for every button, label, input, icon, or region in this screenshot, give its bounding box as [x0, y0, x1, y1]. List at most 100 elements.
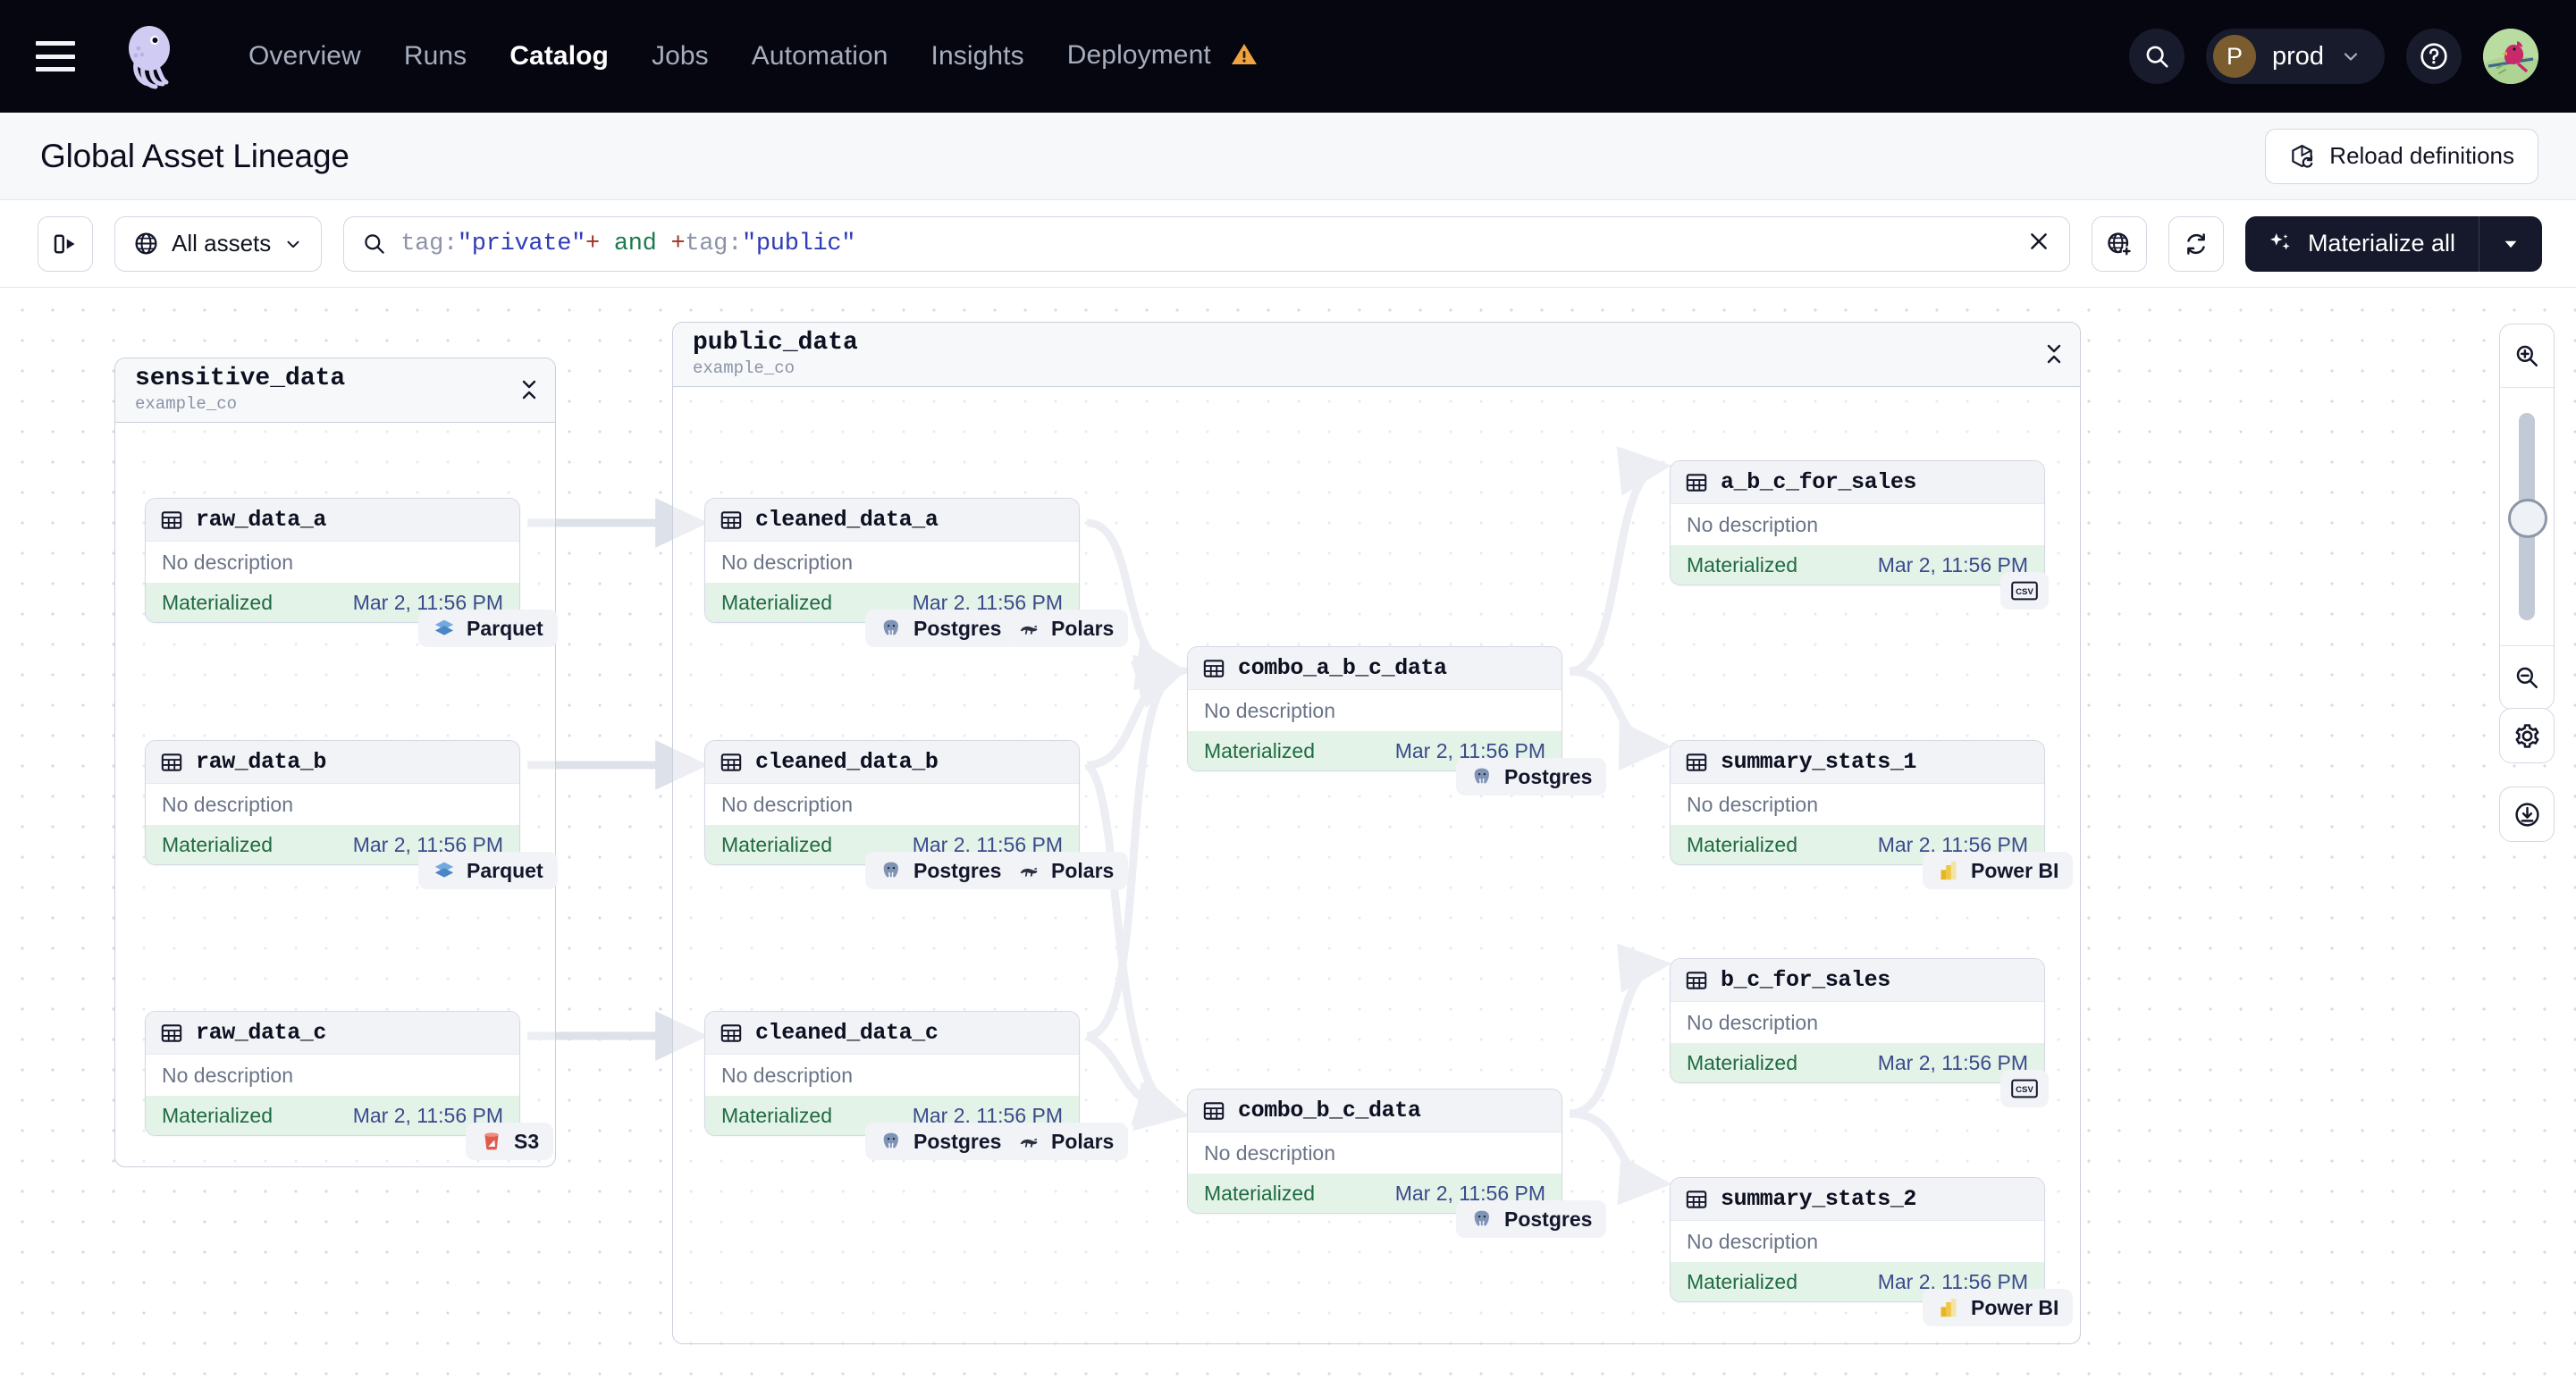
asset-node-header[interactable]: raw_data_a	[146, 499, 519, 542]
table-icon	[720, 510, 742, 529]
download-graph-button[interactable]	[2499, 787, 2555, 842]
nav-link-jobs[interactable]: Jobs	[651, 41, 709, 71]
asset-tag-badge[interactable]: Parquet	[418, 610, 558, 647]
asset-node-header[interactable]: summary_stats_2	[1671, 1178, 2044, 1221]
globe-add-button[interactable]	[2091, 215, 2147, 272]
asset-node-header[interactable]: raw_data_c	[146, 1012, 519, 1055]
asset-node-header[interactable]: cleaned_data_a	[705, 499, 1079, 542]
graph-settings-button[interactable]	[2499, 708, 2555, 763]
top-navigation-bar: Overview Runs Catalog Jobs Automation In…	[0, 0, 2576, 113]
nav-link-insights[interactable]: Insights	[930, 41, 1024, 71]
asset-tag-badge[interactable]: Power BI	[1923, 1289, 2074, 1326]
asset-tag-badge[interactable]: Parquet	[418, 852, 558, 889]
materialize-all-main[interactable]: Materialize all	[2245, 230, 2479, 257]
asset-tag-badge[interactable]: Polars	[1003, 1123, 1129, 1160]
hamburger-menu-icon[interactable]	[36, 41, 75, 72]
nav-link-deployment[interactable]: Deployment	[1046, 31, 1280, 82]
sidebar-toggle-button[interactable]	[38, 215, 93, 272]
asset-node-header[interactable]: cleaned_data_c	[705, 1012, 1079, 1055]
asset-node-header[interactable]: combo_a_b_c_data	[1188, 647, 1562, 690]
asset-node-header[interactable]: cleaned_data_b	[705, 741, 1079, 784]
status-badge: Materialized	[1687, 1269, 1797, 1293]
asset-tag-badge[interactable]: Postgres	[865, 1123, 1016, 1160]
user-avatar[interactable]	[2483, 29, 2538, 84]
asset-tag-badge[interactable]: Postgres	[1456, 1200, 1607, 1238]
asset-tag-badge[interactable]: Postgres	[865, 610, 1016, 647]
status-badge: Materialized	[1204, 738, 1315, 762]
lineage-search-box[interactable]: tag:"private"+ and +tag:"public"	[343, 215, 2070, 272]
materialize-all-button[interactable]: Materialize all	[2244, 215, 2542, 272]
asset-group-name: public_data	[693, 329, 858, 357]
zoom-out-button[interactable]	[2500, 646, 2554, 709]
asset-node-name: cleaned_data_a	[755, 507, 939, 533]
zoom-in-button[interactable]	[2500, 324, 2554, 387]
asset-tag-badge[interactable]: Postgres	[1456, 758, 1607, 795]
collapse-vertical-icon[interactable]	[2044, 341, 2064, 372]
reload-definitions-button[interactable]: Reload definitions	[2265, 128, 2538, 184]
table-icon	[1203, 1101, 1225, 1120]
asset-node-header[interactable]: combo_b_c_data	[1188, 1090, 1562, 1132]
asset-node-header[interactable]: a_b_c_for_sales	[1671, 461, 2044, 504]
refresh-button[interactable]	[2168, 215, 2224, 272]
dagster-octopus-logo[interactable]	[114, 21, 184, 91]
asset-tag-badge[interactable]: Polars	[1003, 852, 1129, 889]
nav-link-automation[interactable]: Automation	[751, 41, 888, 71]
polars-icon	[1020, 626, 1038, 635]
asset-node-description: No description	[721, 792, 854, 816]
asset-node-name: a_b_c_for_sales	[1721, 469, 1917, 495]
deployment-switcher[interactable]: P prod	[2205, 29, 2385, 84]
clear-search-button[interactable]	[2026, 229, 2051, 258]
materialize-dropdown-button[interactable]	[2479, 234, 2542, 254]
asset-tag-badge[interactable]: S3	[466, 1123, 554, 1160]
asset-node-header[interactable]: b_c_for_sales	[1671, 959, 2044, 1002]
asset-tag-label: Power BI	[1971, 858, 2059, 882]
search-input[interactable]: tag:"private"+ and +tag:"public"	[400, 231, 855, 257]
page-header: Global Asset Lineage Reload definitions	[0, 113, 2576, 200]
zoom-controls[interactable]	[2499, 324, 2555, 710]
asset-tag-badge[interactable]: Polars	[1003, 610, 1129, 647]
edge-cleaned_data_c-combo_b_c_data	[1084, 1031, 1190, 1132]
edge-combo_a_b_c_data-a_b_c_for_sales	[1569, 446, 1672, 676]
nav-link-runs[interactable]: Runs	[403, 41, 467, 71]
status-badge: Materialized	[1687, 552, 1797, 576]
asset-tag-badge[interactable]: CSV	[2000, 572, 2049, 610]
asset-tag-badge[interactable]: Postgres	[865, 852, 1016, 889]
asset-node-name: cleaned_data_c	[755, 1020, 939, 1046]
nav-link-overview[interactable]: Overview	[248, 41, 361, 71]
search-token: +	[585, 230, 600, 257]
asset-node-header[interactable]: raw_data_b	[146, 741, 519, 784]
asset-tag-badge[interactable]: CSV	[2000, 1070, 2049, 1107]
collapse-vertical-icon[interactable]	[519, 376, 539, 408]
asset-tag-badge[interactable]: Power BI	[1923, 852, 2074, 889]
postgres-icon	[883, 862, 898, 878]
asset-node-name: combo_a_b_c_data	[1238, 655, 1447, 681]
help-button[interactable]	[2406, 29, 2462, 84]
search-button[interactable]	[2128, 29, 2185, 84]
nav-link-catalog[interactable]: Catalog	[509, 41, 609, 71]
zoom-slider[interactable]	[2500, 388, 2554, 645]
zoom-slider-thumb[interactable]	[2508, 499, 2547, 538]
caret-down-icon	[2504, 240, 2517, 248]
asset-scope-selector[interactable]: All assets	[114, 215, 323, 272]
asset-node-header[interactable]: summary_stats_1	[1671, 741, 2044, 784]
